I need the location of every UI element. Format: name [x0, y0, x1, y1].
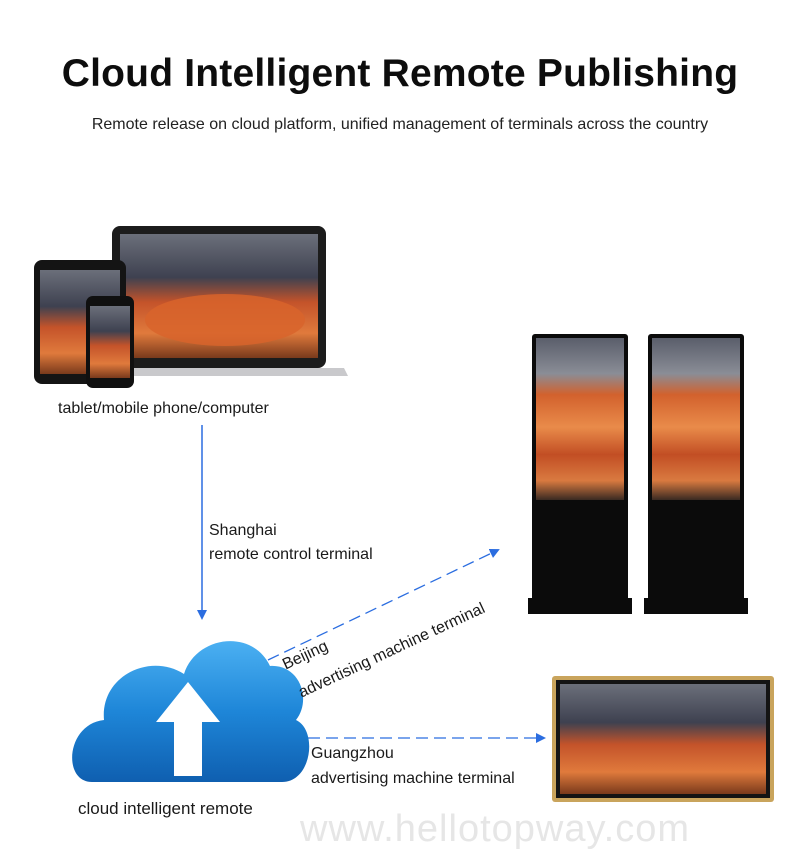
devices-label: tablet/mobile phone/computer: [58, 400, 269, 417]
cloud-label: cloud intelligent remote: [78, 799, 253, 818]
wall-display-terminal: [552, 676, 774, 802]
phone-icon: [86, 296, 134, 388]
watermark: www.hellotopway.com: [300, 808, 691, 850]
laptop-icon: [92, 226, 348, 376]
cloud-upload-icon: [72, 641, 310, 782]
page-title: Cloud Intelligent Remote Publishing: [61, 52, 739, 95]
kiosk-terminal-2: [644, 334, 748, 614]
kiosk-terminal-1: [528, 334, 632, 614]
arrow-cloud-to-beijing: [267, 548, 500, 661]
page-subtitle: Remote release on cloud platform, unifie…: [91, 116, 709, 133]
guangzhou-city-label: Guangzhou: [311, 745, 394, 762]
shanghai-city-label: Shanghai: [209, 522, 277, 539]
guangzhou-role-label: advertising machine terminal: [311, 770, 515, 787]
shanghai-role-label: remote control terminal: [209, 546, 373, 563]
